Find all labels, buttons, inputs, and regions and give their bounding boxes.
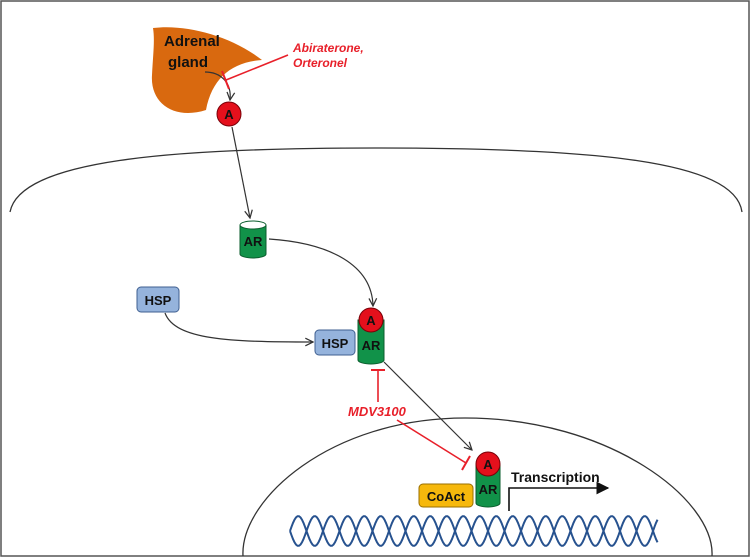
androgen-label-complex: A — [366, 313, 376, 328]
mdv3100-label: MDV3100 — [348, 404, 407, 419]
receptor-label-free: AR — [244, 234, 263, 249]
hsp-bound: HSP — [314, 329, 356, 356]
mdv3100-inhibition-diagonal-line — [396, 419, 467, 464]
receptor-label-complex: AR — [362, 338, 381, 353]
abiraterone-label: Abiraterone, — [292, 41, 364, 55]
androgen-receptor-complex: A AR — [357, 307, 385, 365]
transcription-arrow — [508, 481, 610, 511]
androgen-to-receptor-arrow — [231, 126, 250, 218]
abiraterone-inhibition-bar — [221, 70, 230, 90]
hsp-free: HSP — [136, 286, 180, 313]
coactivator: CoAct — [418, 483, 474, 508]
receptor-to-complex-arrow — [268, 238, 373, 306]
adrenal-gland-label-line1: Adrenal — [164, 33, 220, 50]
androgen-receptor-free: AR — [239, 220, 267, 259]
coactivator-label: CoAct — [427, 489, 466, 504]
transcription-label: Transcription — [511, 469, 600, 485]
dna-helix — [289, 515, 659, 547]
complex-to-nucleus-arrow — [383, 361, 472, 450]
adrenal-to-androgen-arrow — [204, 71, 230, 100]
orteronel-label: Orteronel — [293, 56, 348, 70]
adrenal-gland-shape — [151, 27, 262, 113]
hsp-label-bound: HSP — [322, 336, 349, 351]
adrenal-gland: Adrenal gland — [151, 27, 262, 113]
androgen-receptor-nuclear: A AR — [475, 451, 501, 508]
hsp-label-free: HSP — [145, 293, 172, 308]
adrenal-gland-label-line2: gland — [168, 54, 208, 71]
androgen-label: A — [224, 107, 234, 122]
hsp-to-complex-arrow — [164, 312, 313, 342]
androgen-circulating: A — [216, 101, 242, 127]
dna-strand — [289, 515, 659, 547]
nucleus-membrane — [242, 417, 713, 557]
mdv3100-inhibition-diagonal-bar — [461, 455, 471, 471]
dna-strand — [289, 515, 659, 547]
androgen-label-nuclear: A — [483, 457, 493, 472]
abiraterone-inhibition-line — [225, 54, 289, 81]
receptor-label-nuclear: AR — [479, 482, 498, 497]
cell-membrane — [9, 147, 743, 213]
